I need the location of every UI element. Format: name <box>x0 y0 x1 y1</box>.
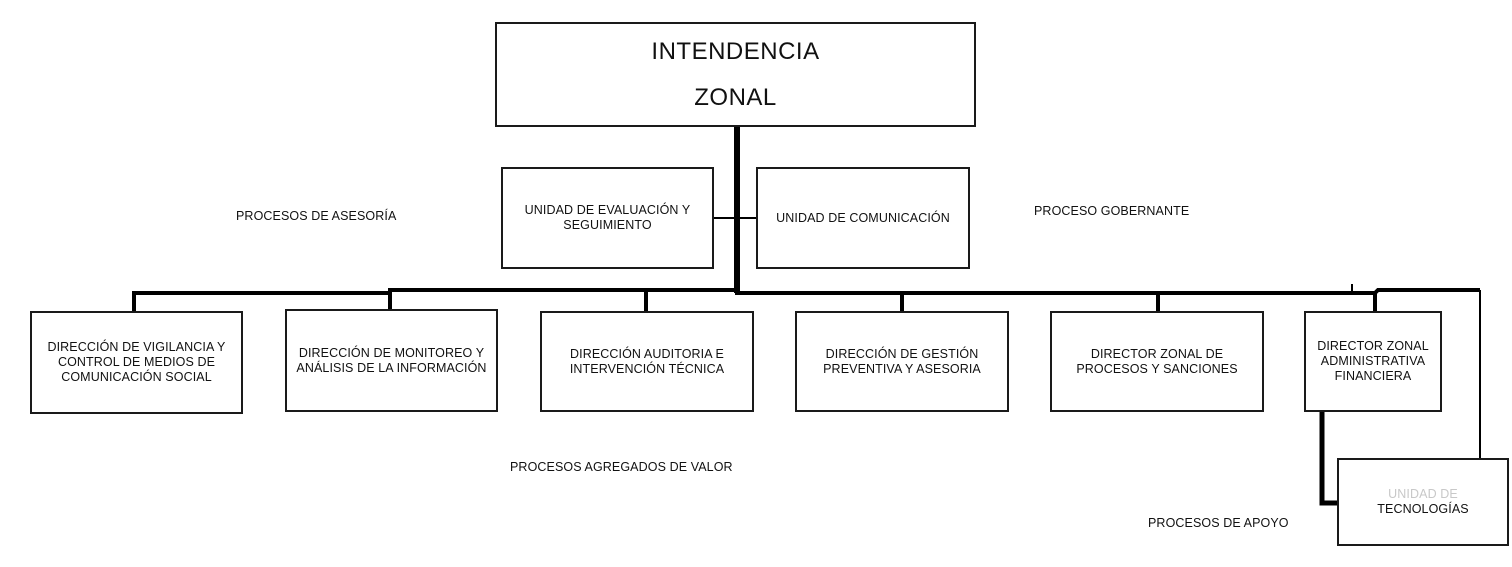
direction-box-monitoring: DIRECCIÓN DE MONITOREO Y ANÁLISIS DE LA … <box>285 309 498 412</box>
technology-unit-text: UNIDAD DE TECNOLOGÍAS <box>1377 487 1468 517</box>
unit-communication-box: UNIDAD DE COMUNICACIÓN <box>756 167 970 269</box>
value-added-process-label: PROCESOS AGREGADOS DE VALOR <box>510 460 733 474</box>
intendencia-zonal-box: INTENDENCIA ZONAL <box>495 22 976 127</box>
direction-box-audit: DIRECCIÓN AUDITORIA E INTERVENCIÓN TÉCNI… <box>540 311 754 412</box>
support-connector <box>1319 410 1340 506</box>
bus-line <box>134 288 1480 295</box>
unit-evaluation-label: UNIDAD DE EVALUACIÓN Y SEGUIMIENTO <box>524 203 691 232</box>
direction-box-preventive: DIRECCIÓN DE GESTIÓN PREVENTIVA Y ASESOR… <box>795 311 1009 412</box>
technology-unit-line2: TECNOLOGÍAS <box>1377 502 1469 516</box>
unit-communication-label: UNIDAD DE COMUNICACIÓN <box>776 210 950 225</box>
top-box-line1: INTENDENCIA <box>651 37 820 65</box>
direction-box-sanctions: DIRECTOR ZONAL DE PROCESOS Y SANCIONES <box>1050 311 1264 412</box>
top-box-line2: ZONAL <box>694 83 777 111</box>
direction-label-monitoring: DIRECCIÓN DE MONITOREO Y ANÁLISIS DE LA … <box>296 345 487 375</box>
governing-process-label: PROCESO GOBERNANTE <box>1034 204 1190 218</box>
support-process-label: PROCESOS DE APOYO <box>1148 516 1289 530</box>
advisory-process-label: PROCESOS DE ASESORÍA <box>236 209 397 223</box>
direction-label-administrative: DIRECTOR ZONAL ADMINISTRATIVA FINANCIERA <box>1317 339 1429 383</box>
direction-label-surveillance: DIRECCIÓN DE VIGILANCIA Y CONTROL DE MED… <box>47 340 226 384</box>
direction-box-surveillance: DIRECCIÓN DE VIGILANCIA Y CONTROL DE MED… <box>30 311 243 414</box>
technology-unit-line1: UNIDAD DE <box>1388 487 1458 501</box>
unit-evaluation-box: UNIDAD DE EVALUACIÓN Y SEGUIMIENTO <box>501 167 714 269</box>
direction-label-audit: DIRECCIÓN AUDITORIA E INTERVENCIÓN TÉCNI… <box>569 346 725 376</box>
direction-box-administrative: DIRECTOR ZONAL ADMINISTRATIVA FINANCIERA <box>1304 311 1442 412</box>
direction-label-sanctions: DIRECTOR ZONAL DE PROCESOS Y SANCIONES <box>1076 346 1238 376</box>
technology-unit-box: UNIDAD DE TECNOLOGÍAS <box>1337 458 1509 546</box>
direction-label-preventive: DIRECCIÓN DE GESTIÓN PREVENTIVA Y ASESOR… <box>823 346 981 376</box>
